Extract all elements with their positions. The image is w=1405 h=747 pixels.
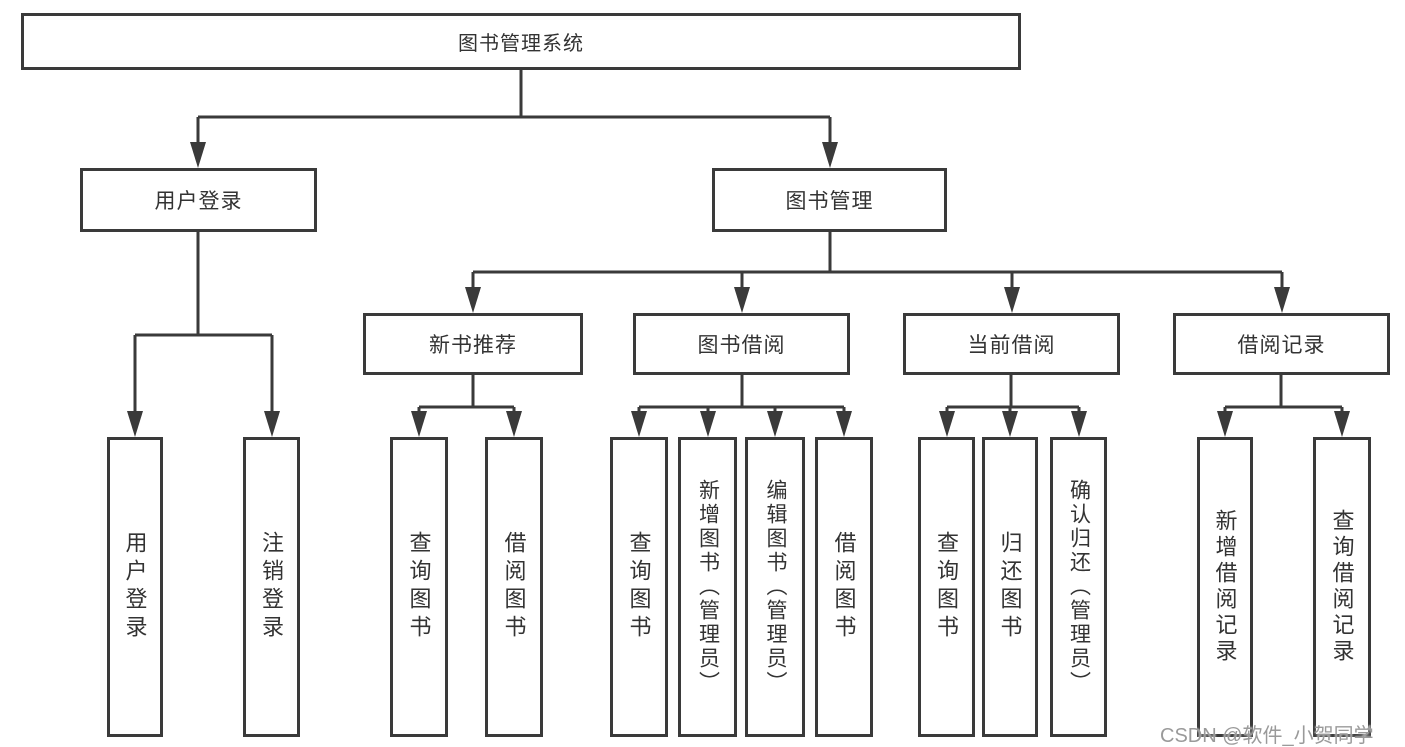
node-label: 查询借阅记录	[1329, 509, 1355, 665]
leaf-borrow-books: 借阅图书	[815, 437, 873, 737]
node-label: 图书管理	[785, 190, 874, 213]
node-label: 当前借阅	[967, 334, 1056, 357]
leaf-query-books-current: 查询图书	[918, 437, 975, 737]
leaf-add-borrow-record: 新增借阅记录	[1197, 437, 1253, 737]
node-label: 新增借阅记录	[1212, 509, 1238, 665]
node-label: 编辑图书（管理员）	[764, 479, 788, 695]
leaf-confirm-return-admin: 确认归还（管理员）	[1050, 437, 1107, 737]
node-label: 借阅图书	[831, 531, 857, 643]
leaf-return-books: 归还图书	[982, 437, 1038, 737]
node-label: 注销登录	[259, 531, 285, 643]
leaf-query-borrow-record: 查询借阅记录	[1313, 437, 1371, 737]
leaf-edit-books-admin: 编辑图书（管理员）	[745, 437, 805, 737]
leaf-user-login: 用户登录	[107, 437, 163, 737]
node-label: 新书推荐	[429, 334, 517, 357]
leaf-logout: 注销登录	[243, 437, 300, 737]
node-label: 用户登录	[154, 190, 243, 213]
node-label: 借阅记录	[1237, 334, 1326, 357]
node-label: 查询图书	[934, 531, 960, 643]
node-label: 借阅图书	[501, 531, 527, 643]
csdn-watermark: CSDN @软件_小贺同学	[1160, 725, 1374, 747]
leaf-query-books-recommend: 查询图书	[390, 437, 448, 737]
leaf-add-books-admin: 新增图书（管理员）	[678, 437, 737, 737]
node-label: 图书借阅	[697, 334, 786, 357]
node-current-borrowing: 当前借阅	[903, 313, 1120, 375]
node-label: 图书管理系统	[458, 33, 584, 55]
node-label: 归还图书	[997, 531, 1023, 643]
node-label: 查询图书	[406, 531, 432, 643]
node-root-library-system: 图书管理系统	[21, 13, 1021, 70]
node-book-borrowing: 图书借阅	[633, 313, 850, 375]
node-new-book-recommend: 新书推荐	[363, 313, 583, 375]
leaf-borrow-books-recommend: 借阅图书	[485, 437, 543, 737]
node-label: 确认归还（管理员）	[1067, 479, 1091, 695]
node-label: 用户登录	[122, 531, 148, 643]
node-label: 新增图书（管理员）	[696, 479, 720, 695]
leaf-query-books-borrowing: 查询图书	[610, 437, 668, 737]
node-user-login: 用户登录	[80, 168, 317, 232]
node-book-management: 图书管理	[712, 168, 947, 232]
node-label: 查询图书	[626, 531, 652, 643]
node-borrowing-records: 借阅记录	[1173, 313, 1390, 375]
